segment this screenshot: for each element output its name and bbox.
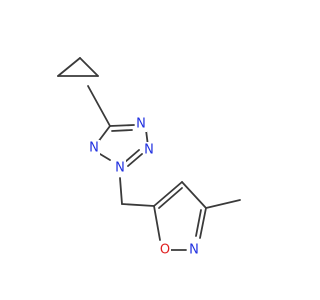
atom-label-n3: N: [115, 161, 125, 176]
bond-tz-n3-n4: [99, 153, 111, 161]
atom-n-tz-bottom: N: [114, 160, 126, 176]
isoxazole-ring: [153, 181, 207, 251]
atom-label-n2: N: [144, 143, 154, 158]
tetrazole-ring: [97, 124, 149, 167]
atom-n-tz-right: N: [143, 142, 155, 158]
bond-tz-n2-n3-double: [124, 149, 140, 163]
cyclopropyl-ring: [57, 57, 99, 77]
atom-label-n-iso: N: [189, 243, 199, 258]
bond-iso-c4-c3: [181, 181, 207, 209]
bond-tz-n4-c: [97, 125, 111, 143]
atom-n-tz-top-right: N: [135, 116, 147, 132]
bond-tz-c-n1-double: [111, 129, 133, 132]
atom-label-n1: N: [136, 117, 146, 132]
bond-ch2-to-isoxazole: [121, 203, 155, 207]
bond-tz-c-n1: [109, 124, 135, 127]
bond-iso-c5-c4-double: [158, 187, 183, 209]
bond-methyl: [205, 199, 241, 209]
molecule-canvas: N N N N O N: [57, 57, 241, 258]
atom-n-isoxazole: N: [188, 242, 200, 258]
bond-cp-2: [57, 57, 81, 77]
bond-iso-c5-c4: [153, 181, 183, 207]
bond-iso-c3-n-double: [195, 209, 202, 237]
bond-tz-n2-n3: [127, 153, 143, 167]
bond-cp-3: [79, 57, 99, 77]
atom-o-isoxazole: O: [159, 242, 171, 258]
atom-n-tz-left: N: [88, 140, 100, 156]
molecule-structure: N N N N O N: [57, 57, 241, 258]
bond-cp-to-tetrazole: [87, 85, 111, 127]
bond-iso-o-c5: [153, 205, 161, 241]
bond-n-to-ch2: [119, 177, 123, 205]
bond-iso-c3-n: [199, 207, 207, 239]
atom-label-o: O: [160, 243, 170, 258]
atom-label-n4: N: [89, 141, 99, 156]
